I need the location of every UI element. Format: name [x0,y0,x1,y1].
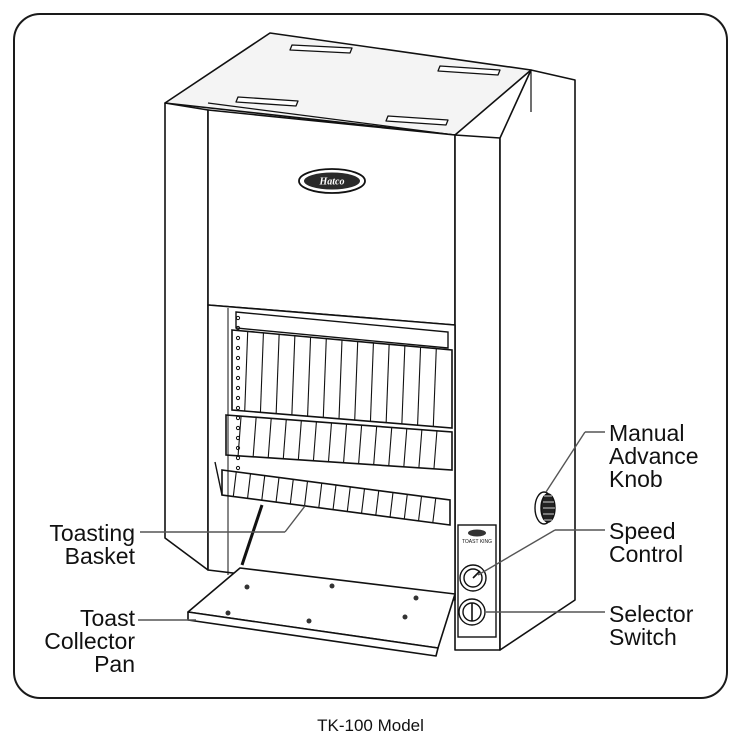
basket-wire [389,492,394,518]
basket-wire [432,348,437,427]
basket-wire [373,426,378,466]
basket-wire [417,347,422,426]
basket-wire [358,425,363,465]
basket-wire [417,496,423,522]
basket-wire [291,335,296,416]
label-line: Selector [609,601,694,627]
basket-wire [385,344,390,423]
label-line: Pan [94,651,135,677]
manual-advance-knob-icon[interactable] [534,491,556,525]
chain-link [235,335,241,341]
basket-wire [375,490,380,516]
selector-knob-icon[interactable] [458,598,486,626]
label-line: Toasting [49,520,135,546]
leader-lines [138,431,605,621]
basket-wire [318,483,323,509]
basket-wire [289,479,294,505]
left-side-panel [164,102,209,571]
control-panel: TOAST KING [457,524,497,638]
basket-wire [346,486,351,512]
basket-wire [312,421,317,462]
label-line: Control [609,541,683,567]
label-line: Advance [609,443,699,469]
chain-link [235,365,241,371]
basket-wire [303,481,309,507]
basket-wire [360,488,366,514]
chain-link [235,395,241,401]
chain-link [235,325,241,331]
basket-wire [342,424,348,464]
chain-link [235,355,241,361]
front-upper-panel [207,109,456,326]
basket-wire [433,430,438,470]
label-selector-switch: Selector Switch [609,601,694,650]
label-line: Knob [609,466,663,492]
basket-wire [322,338,327,418]
basket-wire [354,341,359,421]
logo-text: Hatco [319,177,345,188]
label-speed-control: Speed Control [609,518,683,567]
basket-wire [327,422,333,463]
right-side-panel [499,69,576,651]
basket-wire [275,334,280,414]
chain-link [235,445,241,451]
basket-wire [403,428,408,468]
chain-link [235,435,241,441]
basket-wire [246,473,252,499]
chain-link [235,315,241,321]
label-manual-advance-knob: Manual Advance Knob [609,420,699,492]
basket-wire [261,475,266,501]
label-line: Switch [609,624,677,650]
front-opening [207,304,456,601]
label-toast-collector-pan: Toast Collector Pan [44,605,135,677]
basket-wire [275,477,280,503]
basket-wire [267,418,272,459]
chain-link [235,405,241,411]
basket-wires [232,331,438,524]
hatco-logo-icon: Hatco [298,168,366,194]
label-toasting-basket: Toasting Basket [49,520,135,569]
basket-wire [369,342,374,422]
label-line: Collector [44,628,135,654]
basket-wire [307,337,312,417]
basket-chain [235,315,241,471]
basket-wire [232,471,237,497]
speed-knob-icon[interactable] [459,564,487,592]
basket-wire [432,498,437,524]
basket-wire [338,339,343,420]
basket-wire [297,420,302,461]
chain-link [235,375,241,381]
label-line: Toast [80,605,136,631]
top-slots [235,44,501,126]
toasting-basket [214,311,453,566]
chain-link [235,425,241,431]
panel-brand-text: TOAST KING [462,539,492,545]
chain-link [235,455,241,461]
chain-link [235,345,241,351]
basket-wire [259,332,264,413]
figure-caption: TK-100 Model [317,716,424,735]
label-line: Manual [609,420,684,446]
basket-wire [244,331,249,412]
chain-link [235,415,241,421]
toaster-body [164,32,576,651]
basket-wire [403,494,408,520]
basket-wire [282,419,287,460]
chain-link [235,465,241,471]
label-line: Speed [609,518,676,544]
chain-link [235,385,241,391]
toast-collector-pan [187,567,456,657]
basket-wire [332,484,337,511]
label-line: Basket [65,543,136,569]
basket-wire [252,417,257,458]
basket-wire [388,427,393,467]
basket-wire [401,345,406,425]
basket-wire [418,429,423,469]
